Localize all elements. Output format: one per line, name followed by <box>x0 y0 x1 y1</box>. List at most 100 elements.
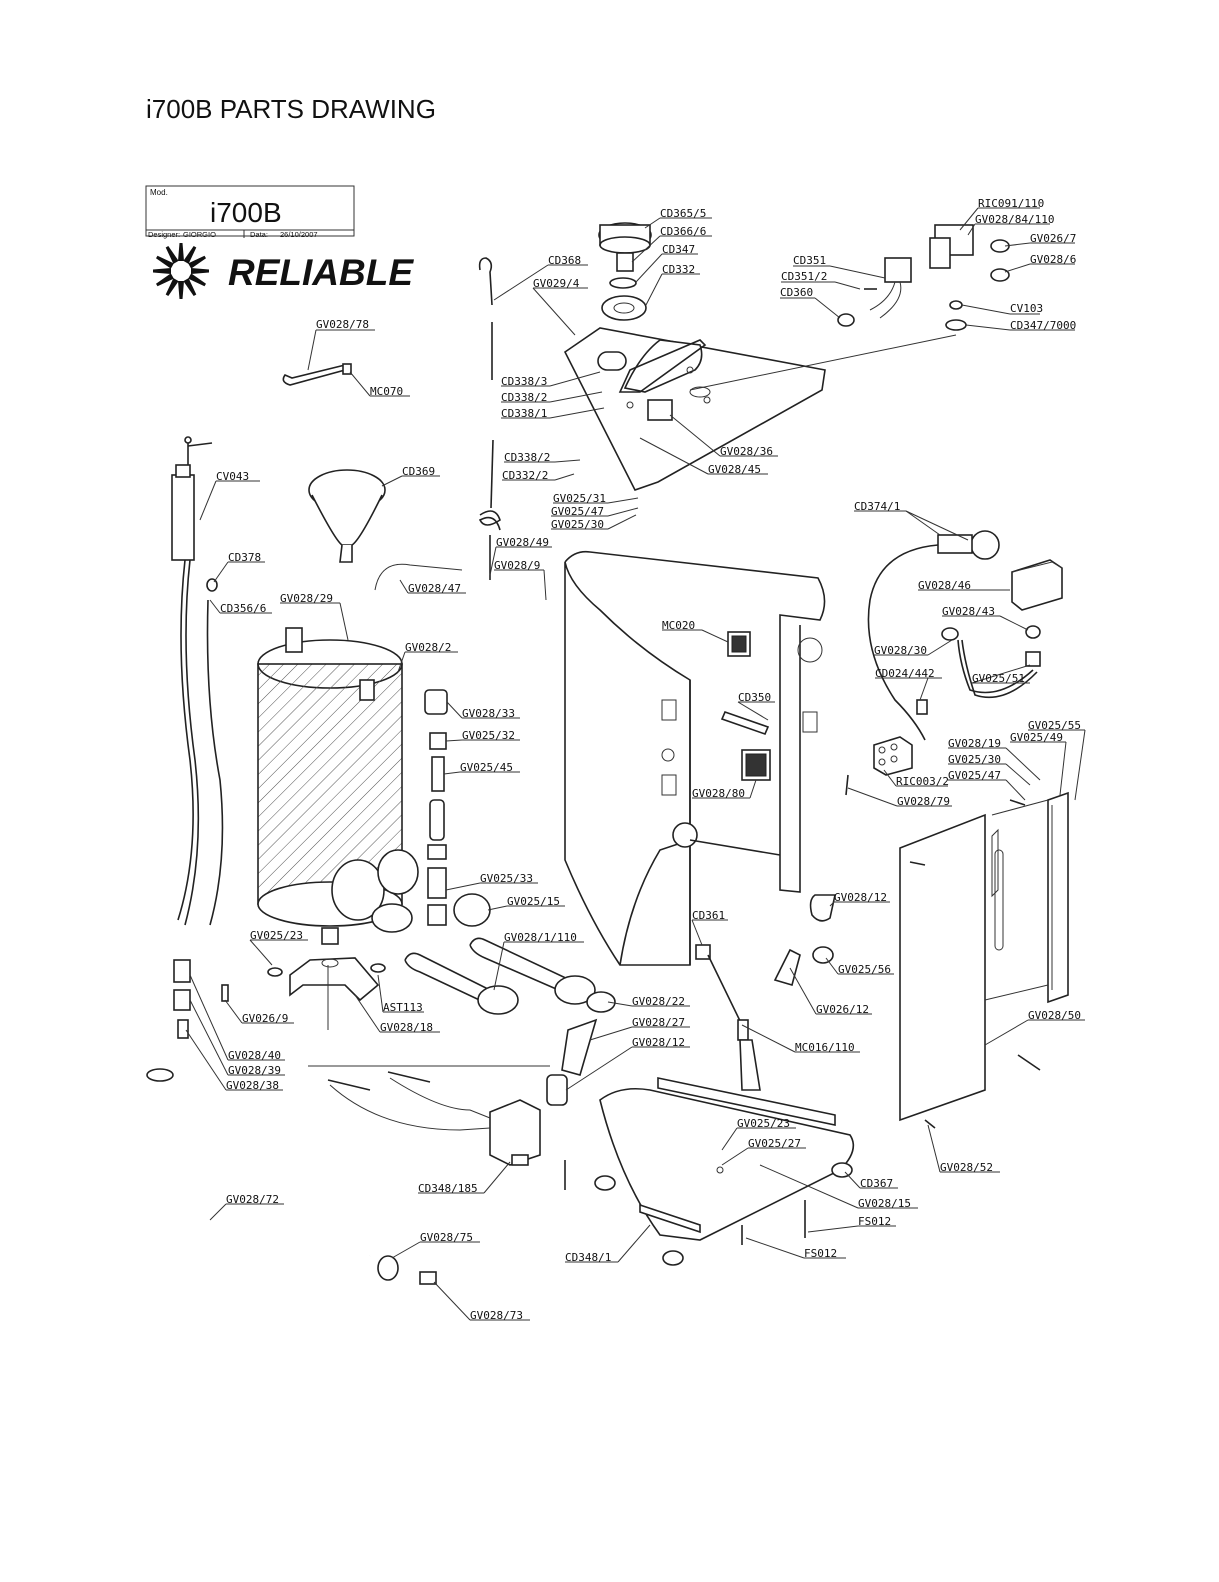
title-block-mod-label: Mod. <box>150 188 168 197</box>
part-label: GV028/30 <box>874 644 927 657</box>
title-block: Mod. i700B Designer: GIORGIO Data: 26/10… <box>145 185 355 239</box>
thermostat-probe <box>916 699 928 715</box>
water-knob <box>598 222 652 321</box>
part-label: GV028/33 <box>462 707 515 720</box>
part-label: CD374/1 <box>854 500 900 513</box>
part-label: GV028/6 <box>1030 253 1076 266</box>
side-panel <box>899 791 1069 1122</box>
page-title: i700B PARTS DRAWING <box>146 94 436 124</box>
part-label: RIC003/2 <box>896 775 949 788</box>
boiler-bracket <box>267 927 386 1030</box>
steam-wand <box>478 257 501 580</box>
part-label: CV103 <box>1010 302 1043 315</box>
part-label: GV025/30 <box>948 753 1001 766</box>
part-label: GV025/31 <box>553 492 606 505</box>
part-label: GV025/47 <box>551 505 604 518</box>
part-label: CD348/185 <box>418 1182 478 1195</box>
wire-cd356 <box>206 599 224 926</box>
part-label: GV025/23 <box>737 1117 790 1130</box>
title-block-date: 26/10/2007 <box>280 230 318 239</box>
title-block-date-label: Data: <box>250 230 268 239</box>
part-label: GV028/75 <box>420 1231 473 1244</box>
part-label: CD369 <box>402 465 435 478</box>
part-label: GV028/84/110 <box>975 213 1054 226</box>
cover-box <box>1011 559 1063 611</box>
part-label: GV028/29 <box>280 592 333 605</box>
part-label: CD351/2 <box>781 270 827 283</box>
wire-gv028-47 <box>374 563 463 591</box>
part-label: GV028/47 <box>408 582 461 595</box>
part-label: CD367 <box>860 1177 893 1190</box>
funnel <box>308 469 386 563</box>
part-label: GV028/43 <box>942 605 995 618</box>
part-label: GV028/78 <box>316 318 369 331</box>
part-label: CD338/2 <box>501 391 547 404</box>
pump <box>308 1065 550 1166</box>
part-label: GV028/38 <box>226 1079 279 1092</box>
part-label: GV028/12 <box>834 891 887 904</box>
part-label: GV025/23 <box>250 929 303 942</box>
part-label: GV026/7 <box>1030 232 1076 245</box>
part-label: GV028/36 <box>720 445 773 458</box>
part-label: GV025/55 <box>1028 719 1081 732</box>
part-label: MC070 <box>370 385 403 398</box>
part-label: CD368 <box>548 254 581 267</box>
part-label: GV025/27 <box>748 1137 801 1150</box>
part-label: GV028/50 <box>1028 1009 1081 1022</box>
sunburst-icon <box>153 243 209 299</box>
part-label: GV028/12 <box>632 1036 685 1049</box>
part-label: GV028/2 <box>405 641 451 654</box>
part-label: CD365/5 <box>660 207 706 220</box>
drain-valve-parts <box>173 959 229 1039</box>
part-label: GV025/32 <box>462 729 515 742</box>
body-shell <box>564 550 826 966</box>
part-label: CD350 <box>738 691 771 704</box>
part-label: GV028/1/110 <box>504 931 577 944</box>
boiler-fittings <box>371 689 491 933</box>
part-label: AST113 <box>383 1001 423 1014</box>
part-label: GV028/9 <box>494 559 540 572</box>
part-label: GV028/27 <box>632 1016 685 1029</box>
part-label: GV025/33 <box>480 872 533 885</box>
part-label: GV028/72 <box>226 1193 279 1206</box>
pump-switch <box>741 749 771 781</box>
boiler-tank <box>257 627 419 927</box>
part-label: GV026/9 <box>242 1012 288 1025</box>
part-labels: RIC091/110 GV028/84/110 GV026/7 GV028/6 … <box>216 197 1081 1322</box>
solenoid-valve <box>689 224 1010 391</box>
part-label: GV028/49 <box>496 536 549 549</box>
part-label: CD360 <box>780 286 813 299</box>
title-block-designer-label: Designer: <box>148 230 180 239</box>
drain-hose <box>146 1068 437 1285</box>
power-cord <box>695 944 761 1091</box>
part-label: MC020 <box>662 619 695 632</box>
part-label: CD024/442 <box>875 667 935 680</box>
part-label: GV028/80 <box>692 787 745 800</box>
part-label: CD347/7000 <box>1010 319 1076 332</box>
part-label: CD366/6 <box>660 225 706 238</box>
part-label: RIC091/110 <box>978 197 1044 210</box>
leader-lines <box>185 207 1086 1321</box>
part-label: GV025/49 <box>1010 731 1063 744</box>
top-plate <box>563 327 826 491</box>
part-label: CD351 <box>793 254 826 267</box>
part-label: CD332/2 <box>502 469 548 482</box>
part-label: GV025/47 <box>948 769 1001 782</box>
part-label: CD361 <box>692 909 725 922</box>
part-label: CD347 <box>662 243 695 256</box>
part-label: GV028/40 <box>228 1049 281 1062</box>
part-label: GV028/39 <box>228 1064 281 1077</box>
part-label: CD356/6 <box>220 602 266 615</box>
part-label: CD332 <box>662 263 695 276</box>
title-block-model: i700B <box>210 197 282 228</box>
nut-cd378 <box>206 578 218 592</box>
level-probe <box>171 436 213 926</box>
nipple-fitting <box>546 1018 598 1106</box>
part-label: GV026/12 <box>816 1003 869 1016</box>
part-label: GV028/52 <box>940 1161 993 1174</box>
part-label: GV025/51 <box>972 672 1025 685</box>
title-block-designer: GIORGIO <box>183 230 216 239</box>
part-label: MC016/110 <box>795 1041 855 1054</box>
part-label: CV043 <box>216 470 249 483</box>
